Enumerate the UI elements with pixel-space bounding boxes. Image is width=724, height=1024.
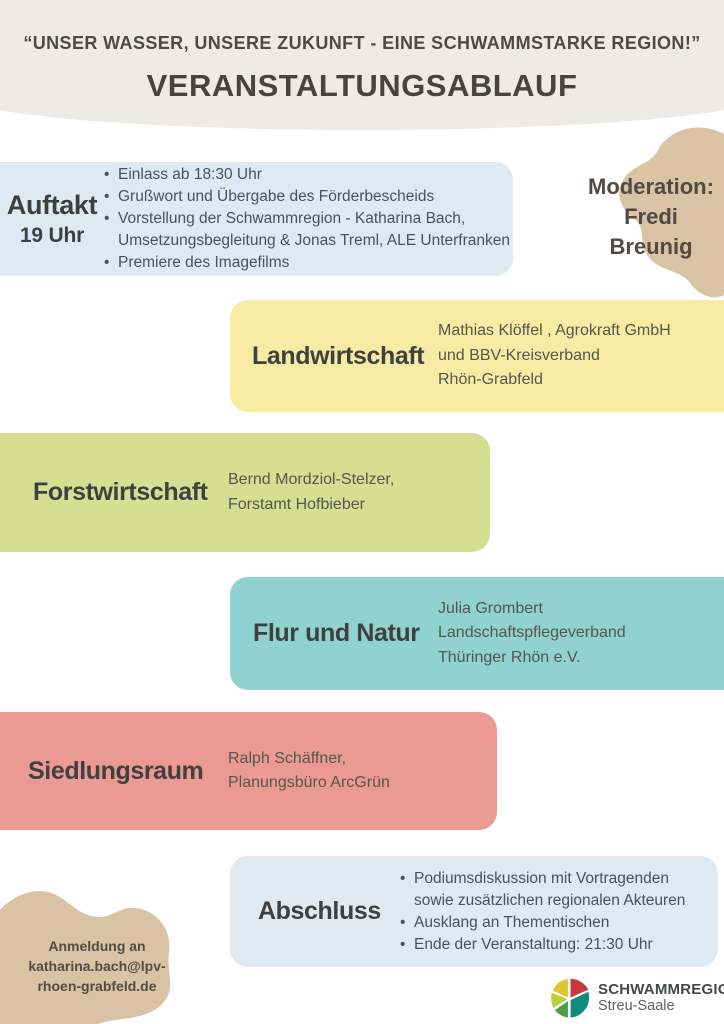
bullet-item: Vorstellung der Schwammregion - Katharin… (104, 208, 513, 252)
section-speaker: Ralph Schäffner, Planungsbüro ArcGrün (228, 749, 390, 792)
logo-subtitle: Streu-Saale (598, 998, 675, 1014)
abschluss-bullet-list: Podiumsdiskussion mit Vortragenden sowie… (400, 868, 704, 956)
registration-contact: Anmeldung an katharina.bach@lpv- rhoen-g… (28, 938, 166, 994)
moderation-label: Moderation: Fredi Breunig (588, 174, 714, 259)
bullet-item: Ende der Veranstaltung: 21:30 Uhr (400, 934, 704, 956)
section-siedlungsraum: Siedlungsraum Ralph Schäffner, Planungsb… (0, 712, 497, 830)
bullet-item: Ausklang an Thementischen (400, 912, 704, 934)
section-title: Flur und Natur (253, 619, 420, 647)
section-landwirtschaft: Landwirtschaft Mathias Klöffel , Agrokra… (230, 300, 724, 412)
section-speaker: Julia Grombert Landschaftspflegeverband … (438, 599, 626, 666)
logo-name: SCHWAMMREGION (598, 981, 724, 998)
section-speaker: Mathias Klöffel , Agrokraft GmbH und BBV… (438, 322, 671, 389)
section-title: Forstwirtschaft (33, 478, 208, 506)
section-title: Abschluss (258, 897, 381, 925)
registration-blob-shape (0, 891, 171, 1024)
section-time: 19 Uhr (19, 224, 85, 247)
bullet-item: Premiere des Imagefilms (104, 252, 513, 274)
schwammregion-logo-icon (551, 978, 590, 1018)
section-auftakt-heading: Auftakt 19 Uhr (0, 190, 104, 248)
section-abschluss: Abschluss Podiumsdiskussion mit Vortrage… (230, 856, 718, 967)
section-title: Siedlungsraum (28, 756, 204, 785)
section-title: Landwirtschaft (252, 341, 425, 370)
section-flur-und-natur: Flur und Natur Julia Grombert Landschaft… (230, 577, 724, 690)
bullet-item: Grußwort und Übergabe des Förderbescheid… (104, 186, 513, 208)
section-title: Auftakt (6, 190, 98, 220)
header-background (0, 0, 724, 130)
section-forstwirtschaft: Forstwirtschaft Bernd Mordziol-Stelzer, … (0, 433, 490, 552)
bullet-item: Einlass ab 18:30 Uhr (104, 164, 513, 186)
bullet-item: Podiumsdiskussion mit Vortragenden sowie… (400, 868, 704, 912)
moderation-blob-shape (619, 127, 724, 298)
section-speaker: Bernd Mordziol-Stelzer, Forstamt Hofbieb… (228, 471, 395, 513)
section-auftakt: Auftakt 19 Uhr Einlass ab 18:30 UhrGrußw… (0, 162, 513, 276)
page-title: VERANSTALTUNGSABLAUF (146, 68, 578, 103)
auftakt-bullet-list: Einlass ab 18:30 UhrGrußwort und Übergab… (104, 164, 513, 274)
logo-text: SCHWAMMREGION Streu-Saale (598, 981, 724, 1015)
event-slogan: “UNSER WASSER, UNSERE ZUKUNFT - EINE SCH… (23, 33, 701, 53)
schwammregion-logo: SCHWAMMREGION Streu-Saale (548, 977, 724, 1019)
